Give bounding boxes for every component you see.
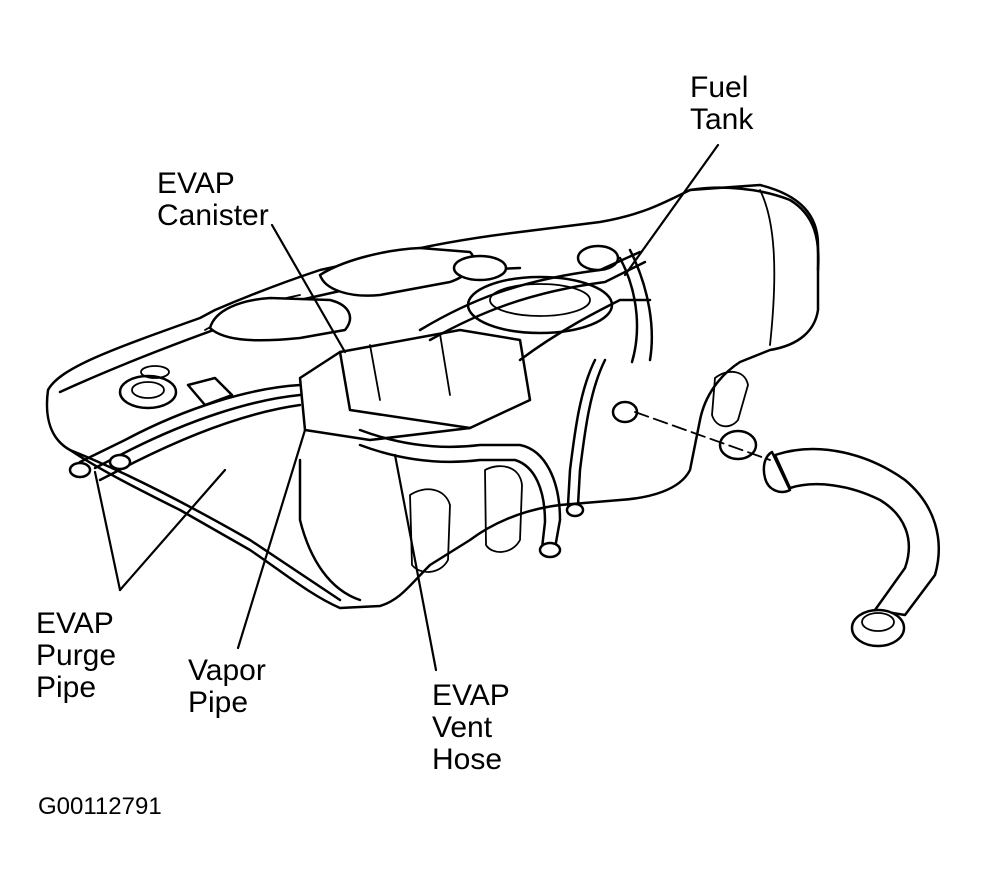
leader-fuel-tank bbox=[623, 143, 720, 277]
tank-right-end bbox=[688, 186, 820, 272]
tank-cap-left bbox=[118, 374, 178, 410]
purge-pipe-3 bbox=[78, 383, 302, 464]
label-evap-vent-hose: EVAP Vent Hose bbox=[432, 680, 510, 776]
top-cap-right bbox=[452, 254, 508, 282]
purge-pipe-1 bbox=[93, 393, 302, 470]
leader-vapor-pipe bbox=[236, 428, 307, 650]
tank-inlet bbox=[611, 400, 639, 424]
label-evap-canister: EVAP Canister bbox=[157, 168, 269, 232]
label-line: Vent bbox=[432, 711, 493, 744]
tank-side-face bbox=[298, 458, 362, 602]
purge-connector-2 bbox=[108, 453, 132, 471]
label-fuel-tank: Fuel Tank bbox=[690, 72, 753, 136]
tank-cap-small bbox=[140, 365, 170, 379]
tank-bracket-left bbox=[186, 376, 234, 407]
label-line: Canister bbox=[157, 199, 269, 232]
label-vapor-pipe: Vapor Pipe bbox=[188, 655, 266, 719]
line-end-cap bbox=[565, 502, 585, 518]
label-line: Purge bbox=[36, 639, 117, 672]
filler-neck-cap-inner bbox=[861, 612, 895, 632]
label-line: Pipe bbox=[188, 686, 249, 719]
fuel-line-down-2 bbox=[566, 358, 597, 507]
filler-neck bbox=[773, 447, 940, 617]
canister-top-edge bbox=[338, 350, 472, 430]
fuel-line-1 bbox=[418, 250, 642, 332]
leader-evap-canister bbox=[270, 223, 347, 354]
fuel-line-5 bbox=[618, 256, 639, 364]
label-line: Hose bbox=[432, 743, 503, 776]
label-line: Tank bbox=[690, 103, 754, 136]
canister-edge-2 bbox=[369, 344, 381, 401]
tank-panel-2 bbox=[484, 465, 523, 553]
fuel-line-down bbox=[576, 358, 607, 507]
inlet-dash-line bbox=[634, 411, 771, 461]
purge-connector-1 bbox=[68, 461, 92, 479]
label-line: EVAP bbox=[432, 679, 510, 712]
figure-code: G00112791 bbox=[38, 793, 162, 820]
label-line: Vapor bbox=[188, 654, 266, 687]
vent-hose bbox=[358, 428, 562, 550]
fuel-pump-inner bbox=[489, 283, 591, 317]
fuel-pump-module bbox=[466, 275, 614, 335]
label-line: EVAP bbox=[36, 607, 114, 640]
canister-edge-3 bbox=[439, 333, 451, 396]
label-line: Fuel bbox=[690, 71, 749, 104]
purge-pipe-2 bbox=[98, 403, 302, 482]
tank-panel-1 bbox=[409, 488, 451, 573]
leader-vent-hose bbox=[393, 453, 438, 672]
label-line: EVAP bbox=[157, 167, 235, 200]
tank-right-face bbox=[759, 189, 776, 346]
hose-clamp bbox=[718, 429, 758, 461]
tank-front-face bbox=[68, 448, 342, 602]
tank-right-pocket bbox=[711, 370, 749, 428]
evap-canister bbox=[298, 328, 532, 442]
label-line: Pipe bbox=[36, 671, 97, 704]
label-evap-purge-pipe: EVAP Purge Pipe bbox=[36, 608, 116, 704]
leader-purge-1 bbox=[93, 470, 122, 592]
tank-bump-left bbox=[208, 296, 352, 342]
leader-purge-2 bbox=[118, 468, 227, 592]
fuel-line-4 bbox=[628, 248, 654, 362]
fuel-line-2 bbox=[428, 260, 647, 342]
vent-hose-end bbox=[538, 541, 562, 559]
fuel-line-3 bbox=[518, 298, 652, 362]
filler-neck-cuff bbox=[762, 450, 792, 494]
filler-cap bbox=[576, 244, 620, 272]
tank-cap-left-inner bbox=[131, 381, 165, 399]
filler-neck-cap bbox=[850, 608, 906, 648]
